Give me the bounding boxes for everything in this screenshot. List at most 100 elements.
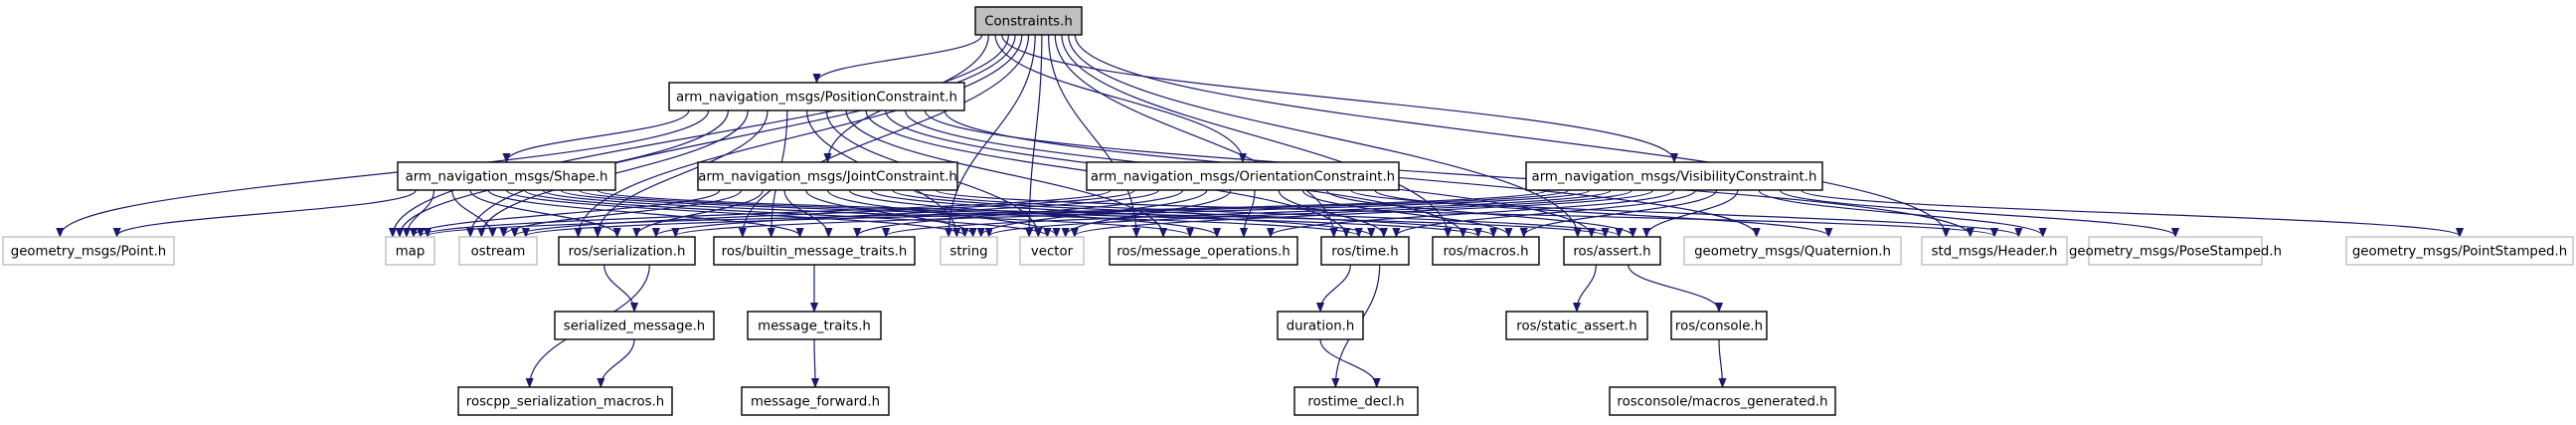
node-rostimedecl[interactable]: rostime_decl.h [1293,386,1419,416]
node-builtin[interactable]: ros/builtin_message_traits.h [713,236,916,266]
node-msgops[interactable]: ros/message_operations.h [1109,236,1298,266]
node-label: ros/serialization.h [569,245,686,260]
node-box[interactable] [1277,311,1364,340]
edge-shape-to-serialization [469,189,617,236]
node-box[interactable] [1320,236,1410,266]
edge-joint-to-assert [913,189,1620,236]
node-box[interactable] [1505,311,1648,340]
node-serialization[interactable]: ros/serialization.h [558,236,696,266]
edge-visibility-to-map [428,189,1548,236]
node-duration[interactable]: duration.h [1277,311,1364,340]
node-pointstamped[interactable]: geometry_msgs/PointStamped.h [2345,236,2574,266]
node-msgforward[interactable]: message_forward.h [741,386,890,416]
node-box[interactable] [1609,386,1836,416]
node-box[interactable] [747,311,882,340]
node-staticassert[interactable]: ros/static_assert.h [1505,311,1648,340]
node-map[interactable]: map [385,236,435,266]
dependency-edge [428,189,1548,236]
node-point[interactable]: geometry_msgs/Point.h [2,236,175,266]
node-box[interactable] [1293,386,1419,416]
node-string[interactable]: string [940,236,998,266]
node-box[interactable] [1019,236,1085,266]
node-serialized[interactable]: serialized_message.h [554,311,715,340]
node-header[interactable]: std_msgs/Header.h [1921,236,2068,266]
node-consolemacros[interactable]: rosconsole/macros_generated.h [1609,386,1836,416]
dependency-edge [1779,189,2175,236]
node-box[interactable] [558,236,696,266]
node-constraints[interactable]: Constraints.h [974,6,1083,36]
dependency-edge [470,34,1016,236]
node-label: ros/macros.h [1443,245,1528,260]
node-label: vector [1031,245,1074,260]
node-label: rostime_decl.h [1307,395,1404,410]
node-box[interactable] [1109,236,1298,266]
node-box[interactable] [741,386,890,416]
dependency-edge [1524,189,1718,236]
node-joint[interactable]: arm_navigation_msgs/JointConstraint.h [697,161,958,191]
dependency-edge [1577,264,1597,311]
node-box[interactable] [1525,161,1823,191]
edge-visibility-to-ostream [526,189,1570,236]
dependency-edge [603,264,634,311]
node-box[interactable] [2088,236,2263,266]
edge-orientation-to-macros [1301,189,1508,236]
node-position[interactable]: arm_navigation_msgs/PositionConstraint.h [668,82,965,111]
dependency-edge [505,189,965,236]
node-box[interactable] [668,82,965,111]
node-box[interactable] [940,236,998,266]
edge-shape-to-assert [597,189,1606,236]
node-box[interactable] [1563,236,1661,266]
node-roscppmacros[interactable]: roscpp_serialization_macros.h [457,386,673,416]
node-orientation[interactable]: arm_navigation_msgs/OrientationConstrain… [1086,161,1400,191]
edge-shape-to-map [407,189,435,236]
edge-serialization-to-serialized [603,264,634,311]
dependency-edge [1646,189,1739,236]
node-box[interactable] [385,236,435,266]
node-box[interactable] [397,161,616,191]
dependency-edge [814,338,815,386]
node-label: map [396,245,426,260]
node-shape[interactable]: arm_navigation_msgs/Shape.h [397,161,616,191]
node-box[interactable] [713,236,916,266]
node-box[interactable] [1683,236,1902,266]
edge-serialized-to-roscppmacros [601,338,635,386]
node-posestamped[interactable]: geometry_msgs/PoseStamped.h [2069,236,2282,266]
dependency-edge [597,189,1606,236]
dependency-edge [117,189,417,236]
dependency-edge [1719,338,1723,386]
node-box[interactable] [1670,311,1768,340]
edge-position-to-serialization [598,109,769,236]
node-visibility[interactable]: arm_navigation_msgs/VisibilityConstraint… [1525,161,1823,191]
edge-visibility-to-posestamped [1779,189,2175,236]
node-label: std_msgs/Header.h [1932,245,2058,260]
node-box[interactable] [1921,236,2068,266]
node-box[interactable] [2,236,175,266]
node-quaternion[interactable]: geometry_msgs/Quaternion.h [1683,236,1902,266]
dependency-edge [1068,34,1578,236]
node-msgtraits[interactable]: message_traits.h [747,311,882,340]
node-console[interactable]: ros/console.h [1670,311,1768,340]
node-vector[interactable]: vector [1019,236,1085,266]
node-box[interactable] [697,161,958,191]
dependency-edge [636,189,764,236]
node-ostream[interactable]: ostream [458,236,538,266]
dependency-edge [1628,264,1719,311]
edge-console-to-consolemacros [1719,338,1723,386]
node-box[interactable] [457,386,673,416]
edge-time-to-duration [1320,264,1351,311]
edge-visibility-to-vector [1075,189,1654,236]
edge-joint-to-string [805,189,973,236]
node-assert[interactable]: ros/assert.h [1563,236,1661,266]
node-time[interactable]: ros/time.h [1320,236,1410,266]
node-box[interactable] [1432,236,1540,266]
edge-constraints-to-assert [1068,34,1578,236]
dependency-edge [1278,189,1384,236]
node-box[interactable] [554,311,715,340]
dependency-edge [826,189,1057,236]
edge-visibility-to-time [1396,189,1696,236]
node-box[interactable] [974,6,1083,36]
node-macros[interactable]: ros/macros.h [1432,236,1540,266]
node-box[interactable] [1086,161,1400,191]
node-box[interactable] [458,236,538,266]
node-box[interactable] [2345,236,2574,266]
